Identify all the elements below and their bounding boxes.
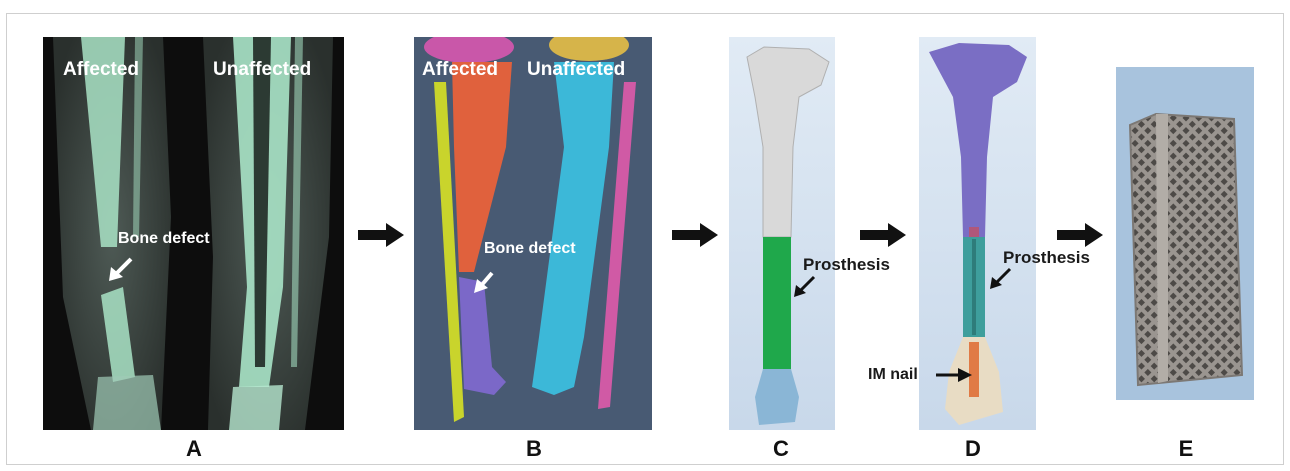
label-unaffected-b: Unaffected: [527, 59, 625, 81]
step-arrow-2: [672, 223, 718, 247]
prosthesis-arrow-d: [986, 265, 1016, 295]
label-bone-defect-a: Bone defect: [118, 230, 210, 248]
im-nail-arrow: [936, 367, 972, 383]
prosthesis-arrow-c: [790, 273, 820, 303]
panel-letter-e: E: [1166, 436, 1206, 462]
panel-letter-c: C: [761, 436, 801, 462]
label-prosthesis-c: Prosthesis: [803, 255, 890, 275]
step-arrow-4: [1057, 223, 1103, 247]
label-affected-a: Affected: [63, 59, 139, 81]
panel-e-printed-implant-photo: [1116, 67, 1254, 400]
label-prosthesis-d: Prosthesis: [1003, 248, 1090, 268]
label-bone-defect-b: Bone defect: [484, 240, 576, 258]
label-unaffected-a: Unaffected: [213, 59, 311, 81]
panel-a-ct-scan: Affected Unaffected Bone defect: [43, 37, 344, 430]
prosthesis-model-image: [729, 37, 835, 430]
step-arrow-1: [358, 223, 404, 247]
label-affected-b: Affected: [422, 59, 498, 81]
label-im-nail: IM nail: [868, 366, 918, 384]
panel-c-prosthesis-model: [729, 37, 835, 430]
step-arrow-3: [860, 223, 906, 247]
3d-model-image: [414, 37, 652, 430]
panel-b-3d-render: Affected Unaffected Bone defect: [414, 37, 652, 430]
panel-letter-d: D: [953, 436, 993, 462]
printed-implant-image: [1116, 67, 1254, 400]
panel-letter-a: A: [174, 436, 214, 462]
panel-letter-b: B: [514, 436, 554, 462]
